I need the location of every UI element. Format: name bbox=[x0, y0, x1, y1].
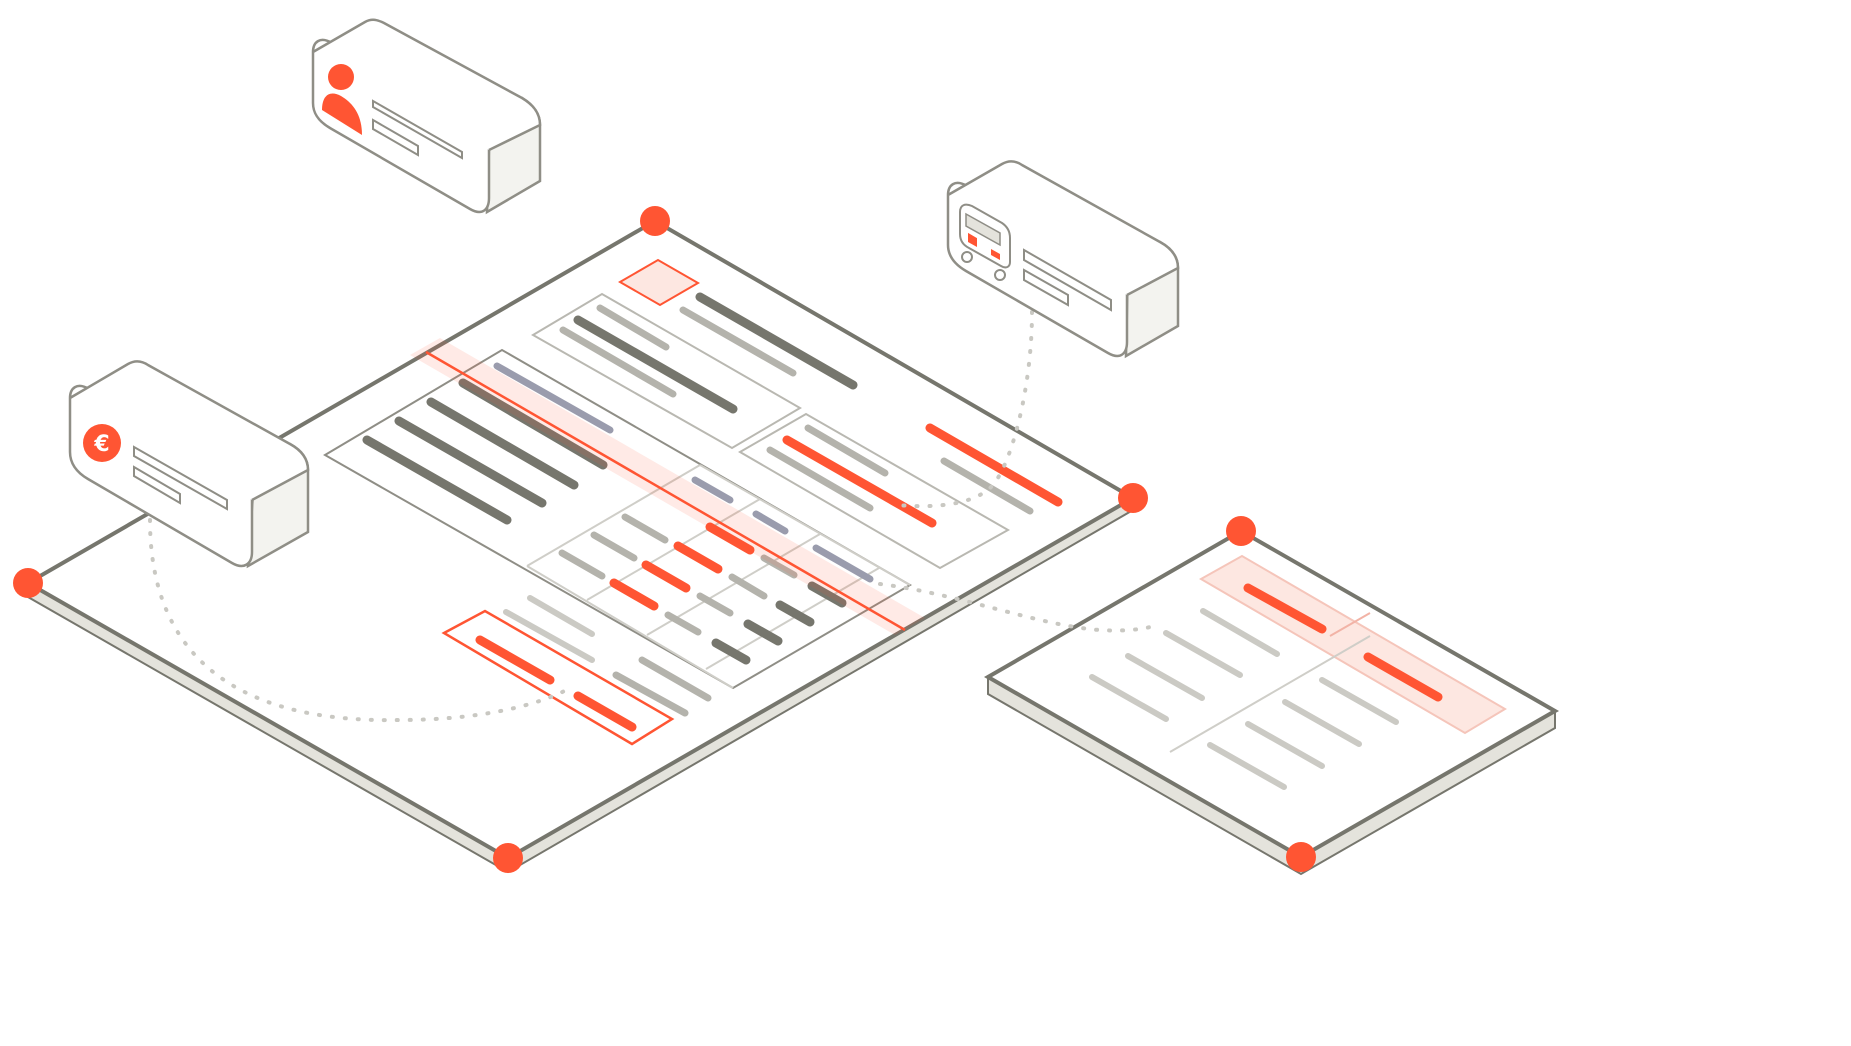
footer-line-4 bbox=[612, 671, 689, 717]
cell-line bbox=[760, 554, 798, 579]
euro-field-2 bbox=[133, 465, 181, 505]
main-document-plate bbox=[13, 206, 1148, 874]
title-line bbox=[695, 292, 858, 390]
cell-line bbox=[696, 592, 734, 617]
person-field-2 bbox=[372, 118, 419, 157]
cell-accent-line bbox=[641, 560, 691, 593]
corner-marker-left bbox=[13, 568, 43, 598]
table-line-3 bbox=[394, 416, 547, 508]
cell-accent-line bbox=[609, 578, 659, 611]
euro-field-1 bbox=[133, 445, 228, 511]
corner-marker-right bbox=[1118, 483, 1148, 513]
table-row-divider-1 bbox=[526, 464, 701, 567]
secondary-line bbox=[1207, 742, 1287, 790]
bus-card bbox=[946, 160, 1180, 359]
cell-line bbox=[812, 544, 874, 583]
corner-marker-top bbox=[640, 206, 670, 236]
header-tag bbox=[617, 258, 701, 307]
bus-field-1 bbox=[1023, 248, 1112, 312]
person-field-1 bbox=[372, 99, 463, 160]
secondary-corner-bottom bbox=[1286, 842, 1316, 872]
cell-line bbox=[775, 600, 815, 627]
footer-line-1 bbox=[527, 595, 595, 637]
secondary-header-divider bbox=[1329, 612, 1371, 637]
upper-panel-line-3 bbox=[559, 326, 677, 398]
table-head-line-1 bbox=[493, 362, 614, 434]
euro-icon: € bbox=[83, 424, 121, 462]
secondary-header-accent-2 bbox=[1363, 652, 1443, 702]
total-box bbox=[441, 609, 675, 746]
connectors bbox=[148, 310, 1162, 723]
right-panel-accent-line bbox=[782, 435, 937, 528]
secondary-line bbox=[1245, 721, 1325, 769]
cell-line bbox=[590, 531, 638, 562]
cell-line bbox=[664, 611, 702, 636]
highlight-rule bbox=[425, 350, 906, 632]
bus-icon bbox=[959, 203, 1011, 281]
bus-card-top bbox=[947, 160, 1180, 297]
secondary-line bbox=[1319, 677, 1399, 725]
secondary-corner-top bbox=[1226, 516, 1256, 546]
euro-card-top bbox=[69, 360, 310, 502]
cell-line bbox=[621, 513, 669, 544]
footer-line-3 bbox=[638, 656, 712, 702]
person-card bbox=[311, 18, 542, 215]
upper-panel-line-2 bbox=[573, 315, 738, 414]
person-card-top bbox=[312, 18, 542, 152]
euro-connector bbox=[148, 518, 572, 723]
cell-line bbox=[807, 581, 847, 608]
secondary-line bbox=[1163, 630, 1243, 678]
person-card-face bbox=[311, 38, 491, 214]
secondary-grid-row bbox=[1169, 635, 1371, 753]
cell-accent-line bbox=[705, 522, 755, 555]
table-line-2 bbox=[426, 397, 579, 490]
upper-panel-line-1 bbox=[596, 304, 670, 351]
cell-line bbox=[743, 619, 783, 646]
cell-line bbox=[691, 476, 734, 504]
side-accent-line bbox=[925, 423, 1063, 507]
cell-accent-line bbox=[673, 541, 723, 574]
total-value-line bbox=[573, 691, 637, 732]
euro-card: € bbox=[68, 360, 310, 569]
cell-line bbox=[728, 573, 768, 600]
bus-field-2 bbox=[1023, 268, 1069, 307]
total-label-line bbox=[475, 635, 555, 685]
svg-text:€: € bbox=[93, 432, 109, 457]
secondary-header-accent-1 bbox=[1243, 583, 1327, 634]
corner-marker-bottom bbox=[493, 843, 523, 873]
person-icon bbox=[322, 64, 362, 135]
table-col-divider-1 bbox=[526, 565, 734, 689]
secondary-document-plate bbox=[983, 516, 1560, 876]
side-line bbox=[940, 457, 1034, 515]
right-panel-line-3 bbox=[766, 446, 874, 512]
cell-line bbox=[711, 638, 751, 665]
highlight-band bbox=[410, 338, 925, 635]
table-line-1 bbox=[458, 378, 608, 470]
table-col-divider-2 bbox=[699, 464, 911, 586]
secondary-line bbox=[1125, 653, 1205, 701]
cell-line bbox=[558, 549, 606, 580]
table-line-4 bbox=[362, 435, 512, 525]
right-panel-line-1 bbox=[804, 424, 889, 477]
subtitle-line bbox=[679, 306, 797, 377]
cell-line bbox=[752, 510, 789, 535]
secondary-line bbox=[1282, 699, 1362, 747]
footer-line-2 bbox=[503, 609, 595, 663]
secondary-line bbox=[1200, 608, 1280, 657]
secondary-line bbox=[1089, 674, 1169, 722]
